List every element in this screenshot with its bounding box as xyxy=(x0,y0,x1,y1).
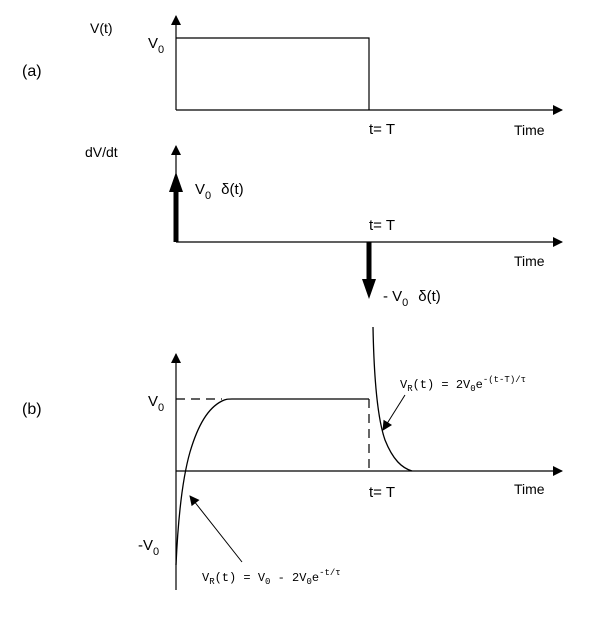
vr-response-curve-rise xyxy=(175,398,369,566)
vt-axis-label: V(t) xyxy=(90,20,113,36)
t-equals-T-label-c: t= T xyxy=(369,484,395,501)
neg-v0-label: -V0 xyxy=(138,537,159,558)
v0-label-a: V0 xyxy=(148,35,164,56)
formula-rise: VR(t) = V0 - 2V0e-t/τ xyxy=(202,568,341,587)
time-label-c: Time xyxy=(514,481,545,497)
vr-response-curve-decay xyxy=(372,326,413,472)
v0-label-b: V0 xyxy=(148,393,164,414)
formula-decay-pointer xyxy=(382,394,406,431)
dvdt-axis-label: dV/dt xyxy=(85,144,118,160)
t-equals-T-label-a: t= T xyxy=(369,121,395,138)
pulse-waveform xyxy=(176,37,370,110)
panel-a-label: (a) xyxy=(22,63,42,80)
time-label-b: Time xyxy=(514,253,545,269)
negative-impulse-arrowhead xyxy=(362,279,376,299)
formula-decay: VR(t) = 2V0e-(t-T)/τ xyxy=(400,375,526,394)
time-label-a: Time xyxy=(514,122,545,138)
formula-rise-pointer xyxy=(189,495,243,563)
positive-impulse-arrowhead xyxy=(169,172,183,192)
t-equals-T-label-b: t= T xyxy=(369,217,395,234)
panel-b-label: (b) xyxy=(22,401,42,418)
